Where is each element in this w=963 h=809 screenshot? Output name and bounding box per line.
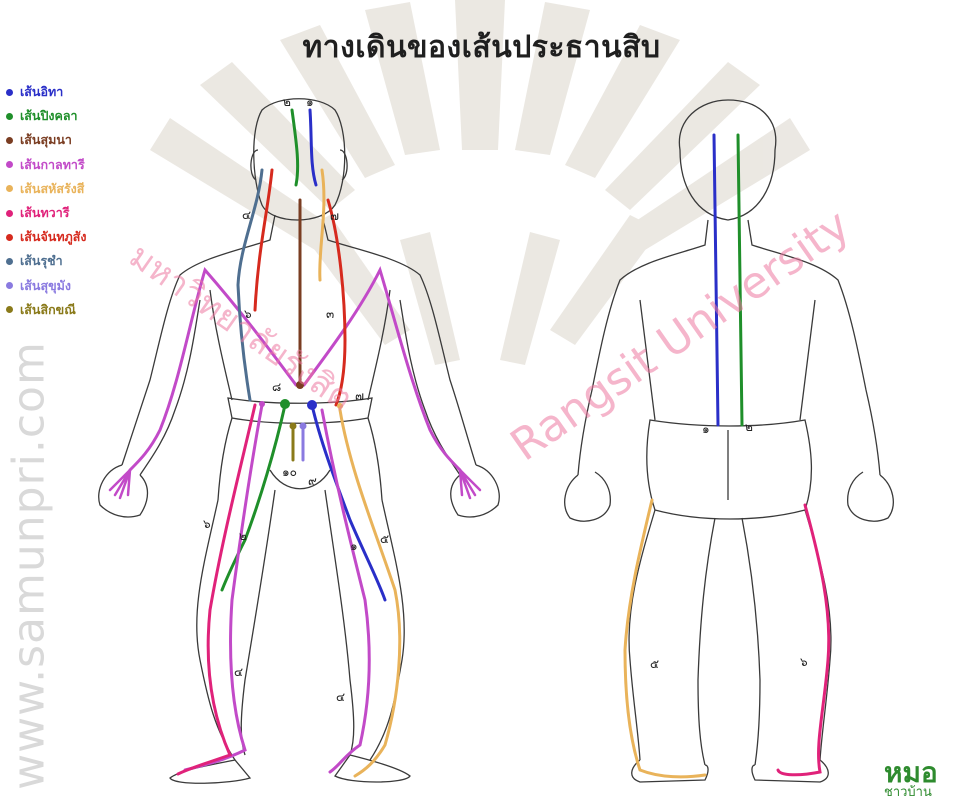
point-numeral-2: ๒ xyxy=(283,93,291,112)
point-numeral-3: ๓ xyxy=(326,305,334,324)
back-numeral-1: ๑ xyxy=(702,420,710,439)
back-numeral-6: ๖ xyxy=(800,653,808,672)
point-numeral-5-leg: ๕ xyxy=(380,530,389,549)
line-pingkhala-leg xyxy=(222,405,285,590)
point-numeral-1-leg: ๑ xyxy=(350,537,358,556)
line-sahatsarangsi-back xyxy=(625,500,705,777)
legend-dot xyxy=(6,282,13,289)
legend-label: เส้นสุขุมัง xyxy=(20,276,71,296)
legend-dot xyxy=(6,185,13,192)
point-numeral-4: ๔ xyxy=(242,206,251,225)
legend-label: เส้นสหัสรังสี xyxy=(20,179,84,199)
legend-dot xyxy=(6,137,13,144)
legend-dot xyxy=(6,258,13,265)
legend-label: เส้นสิกขณี xyxy=(20,300,76,320)
point-numeral-10: ๑๐ xyxy=(282,463,297,482)
legend-item: เส้นสุมนา xyxy=(6,128,87,152)
point-numeral-2-leg: ๒ xyxy=(239,527,247,546)
line-kalathari-hand-r xyxy=(460,470,480,498)
legend-label: เส้นกาลทารี xyxy=(20,155,85,175)
legend-dot xyxy=(6,234,13,241)
legend-item: เส้นกาลทารี xyxy=(6,153,87,177)
legend-dot xyxy=(6,210,13,217)
legend-label: เส้นสุมนา xyxy=(20,130,72,150)
legend-dot xyxy=(6,306,13,313)
legend-label: เส้นทวารี xyxy=(20,203,69,223)
legend: เส้นอิทา เส้นปิงคลา เส้นสุมนา เส้นกาลทาร… xyxy=(6,80,87,322)
line-kalathari-hand-l xyxy=(110,470,130,498)
point-numeral-1: ๑ xyxy=(306,93,314,112)
legend-item: เส้นสหัสรังสี xyxy=(6,177,87,201)
side-url-watermark: www.samunpri.com xyxy=(4,331,55,801)
point-numeral-9: ๙ xyxy=(308,472,317,491)
legend-label: เส้นรุชำ xyxy=(20,251,63,271)
legend-label: เส้นจันทภูสัง xyxy=(20,227,87,247)
back-numeral-2: ๒ xyxy=(745,418,753,437)
line-sahatsarangsi-leg xyxy=(340,410,400,776)
logo-sub-text: ชาวบ้าน xyxy=(884,786,932,800)
legend-dot xyxy=(6,161,13,168)
point-numeral-4-leg: ๔ xyxy=(234,663,243,682)
line-thawari-back xyxy=(778,505,829,775)
point-numeral-6-leg: ๖ xyxy=(203,515,211,534)
back-body-figure xyxy=(565,100,894,782)
line-thawari-leg xyxy=(178,405,255,774)
page-title: ทางเดินของเส้นประธานสิบ xyxy=(0,24,963,71)
back-numeral-5: ๕ xyxy=(650,655,659,674)
legend-dot xyxy=(6,113,13,120)
legend-item: เส้นจันทภูสัง xyxy=(6,225,87,249)
point-numeral-7: ๗ xyxy=(330,207,339,226)
legend-dot xyxy=(6,89,13,96)
logo-main-text: หมอ xyxy=(884,759,938,787)
legend-item: เส้นสิกขณี xyxy=(6,298,87,322)
legend-item: เส้นรุชำ xyxy=(6,249,87,273)
legend-item: เส้นอิทา xyxy=(6,80,87,104)
legend-item: เส้นสุขุมัง xyxy=(6,274,87,298)
point-numeral-4-leg-r: ๔ xyxy=(336,688,345,707)
legend-label: เส้นปิงคลา xyxy=(20,106,78,126)
legend-label: เส้นอิทา xyxy=(20,82,63,102)
line-itha-leg xyxy=(312,405,385,600)
legend-item: เส้นปิงคลา xyxy=(6,104,87,128)
legend-item: เส้นทวารี xyxy=(6,201,87,225)
